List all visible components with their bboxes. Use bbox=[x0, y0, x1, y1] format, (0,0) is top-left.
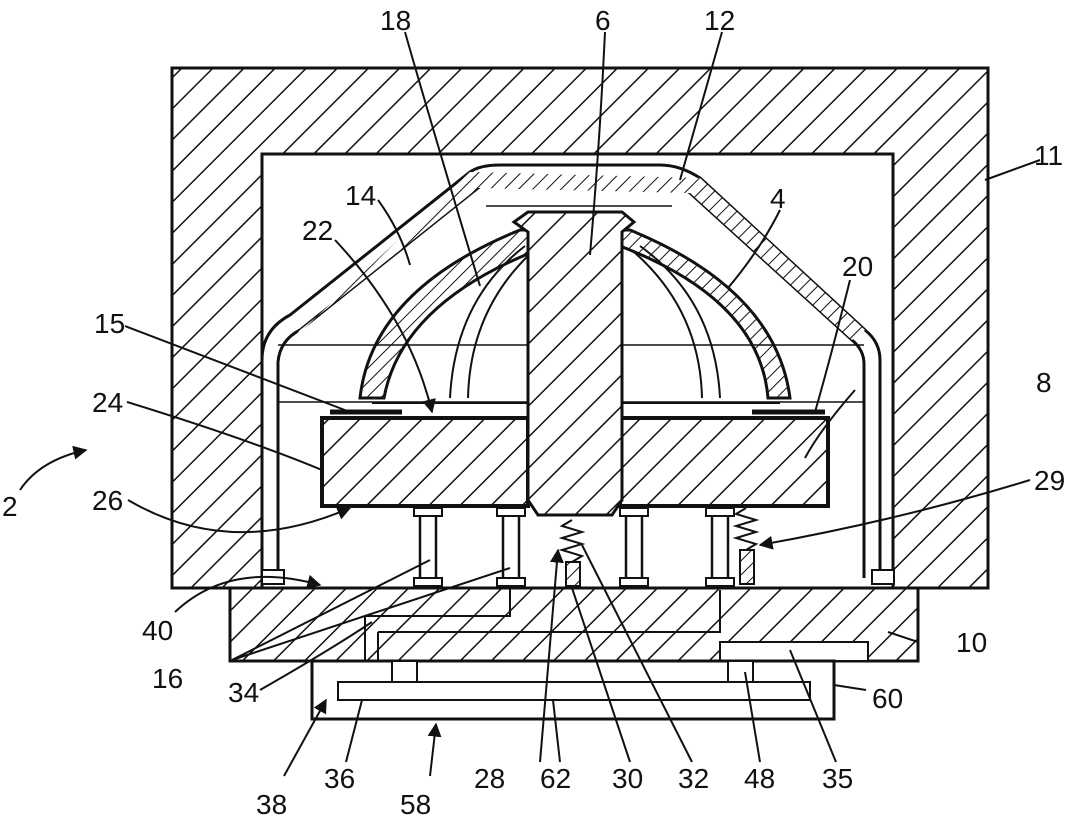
label-12: 12 bbox=[704, 5, 735, 36]
label-6: 6 bbox=[595, 5, 611, 36]
dome-rib bbox=[449, 245, 526, 399]
label-8: 8 bbox=[1036, 367, 1052, 398]
label-48: 48 bbox=[744, 763, 775, 794]
spring-seat bbox=[565, 561, 581, 587]
dome-rib bbox=[633, 251, 703, 399]
label-32: 32 bbox=[678, 763, 709, 794]
support-pins bbox=[413, 504, 735, 587]
shell-hatch-band bbox=[290, 172, 865, 342]
plate-left bbox=[320, 416, 530, 508]
label-62: 62 bbox=[540, 763, 571, 794]
label-30: 30 bbox=[612, 763, 643, 794]
leader-lines bbox=[19, 31, 1041, 777]
label-35: 35 bbox=[822, 763, 853, 794]
label-4: 4 bbox=[770, 183, 786, 214]
base-channel bbox=[364, 588, 721, 661]
label-58: 58 bbox=[400, 789, 431, 820]
plate-62 bbox=[337, 681, 811, 701]
reference-numerals: 18 6 12 11 14 4 22 20 15 8 24 29 2 26 40… bbox=[2, 5, 1065, 820]
label-15: 15 bbox=[94, 308, 125, 339]
label-10: 10 bbox=[956, 627, 987, 658]
outer-housing bbox=[170, 66, 990, 590]
shell-foot bbox=[871, 569, 895, 585]
label-24: 24 bbox=[92, 387, 123, 418]
label-16: 16 bbox=[152, 663, 183, 694]
label-29: 29 bbox=[1034, 465, 1065, 496]
label-28: 28 bbox=[474, 763, 505, 794]
label-22: 22 bbox=[302, 215, 333, 246]
label-38: 38 bbox=[256, 789, 287, 820]
label-14: 14 bbox=[345, 180, 376, 211]
label-18: 18 bbox=[380, 5, 411, 36]
post-48 bbox=[727, 660, 754, 683]
label-26: 26 bbox=[92, 485, 123, 516]
spring-28 bbox=[558, 519, 586, 563]
central-stem bbox=[511, 210, 637, 517]
label-40: 40 bbox=[142, 615, 173, 646]
label-20: 20 bbox=[842, 251, 873, 282]
post-36 bbox=[391, 660, 418, 683]
spring-29 bbox=[732, 507, 760, 551]
label-11: 11 bbox=[1034, 140, 1063, 171]
plate-right bbox=[618, 416, 830, 508]
label-2: 2 bbox=[2, 491, 18, 522]
label-36: 36 bbox=[324, 763, 355, 794]
label-60: 60 bbox=[872, 683, 903, 714]
shell bbox=[260, 163, 882, 578]
dome-rib bbox=[639, 245, 721, 399]
spring-29-seat bbox=[739, 549, 755, 585]
label-34: 34 bbox=[228, 677, 259, 708]
dome-rib bbox=[467, 251, 533, 399]
